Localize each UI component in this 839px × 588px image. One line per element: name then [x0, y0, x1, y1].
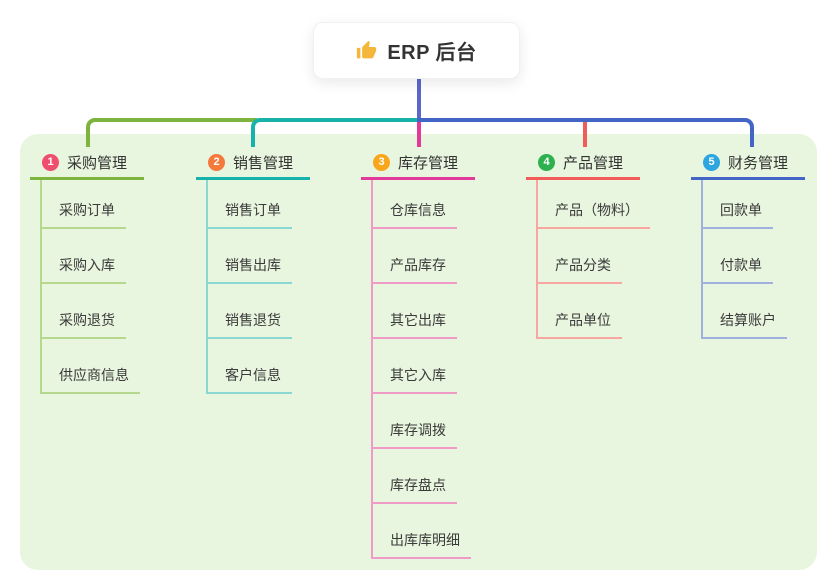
child-row: 库存调拨 — [373, 394, 471, 449]
branch-header[interactable]: 3 库存管理 — [361, 147, 475, 180]
child-row: 采购退货 — [42, 284, 140, 339]
child-node[interactable]: 客户信息 — [208, 365, 292, 394]
connector-branch-5 — [417, 118, 754, 147]
branch-label: 财务管理 — [728, 154, 789, 172]
branch-number-badge: 5 — [703, 153, 720, 171]
child-node[interactable]: 仓库信息 — [373, 200, 457, 229]
child-row: 其它出库 — [373, 284, 471, 339]
child-row: 付款单 — [703, 229, 787, 284]
child-row: 产品库存 — [373, 229, 471, 284]
connector-branch-1 — [86, 118, 257, 147]
branch-children: 销售订单销售出库销售退货客户信息 — [206, 180, 292, 394]
child-row: 销售订单 — [208, 180, 292, 229]
child-node[interactable]: 销售订单 — [208, 200, 292, 229]
child-row: 采购入库 — [42, 229, 140, 284]
branch-children: 仓库信息产品库存其它出库其它入库库存调拨库存盘点出库库明细 — [371, 180, 471, 559]
branch-children: 产品（物料） 产品分类产品单位 — [536, 180, 650, 339]
connector-branch-4 — [583, 121, 587, 147]
branch-number-badge: 1 — [42, 153, 59, 171]
branch-header[interactable]: 2 销售管理 — [196, 147, 310, 180]
child-row: 仓库信息 — [373, 180, 471, 229]
thumbs-up-icon — [356, 40, 377, 61]
branch-label: 销售管理 — [233, 154, 294, 172]
child-row: 产品单位 — [538, 284, 650, 339]
connector-branch-3 — [417, 121, 421, 147]
root-node[interactable]: ERP 后台 — [313, 22, 520, 79]
background-panel — [20, 134, 817, 570]
branch-label: 采购管理 — [67, 154, 128, 172]
branch-header[interactable]: 4 产品管理 — [526, 147, 640, 180]
branch-5: 5 财务管理回款单付款单结算账户 — [691, 147, 805, 339]
child-node[interactable]: 库存调拨 — [373, 420, 457, 449]
child-row: 库存盘点 — [373, 449, 471, 504]
child-node[interactable]: 其它入库 — [373, 365, 457, 394]
child-node[interactable]: 产品分类 — [538, 255, 622, 284]
branch-1: 1 采购管理采购订单采购入库采购退货供应商信息 — [30, 147, 144, 394]
child-node[interactable]: 付款单 — [703, 255, 773, 284]
child-node[interactable]: 产品库存 — [373, 255, 457, 284]
branch-number-badge: 3 — [373, 153, 390, 171]
root-title: ERP 后台 — [387, 42, 477, 64]
child-node[interactable]: 回款单 — [703, 200, 773, 229]
child-node[interactable]: 产品（物料） — [538, 200, 650, 229]
child-node[interactable]: 采购退货 — [42, 310, 126, 339]
branch-3: 3 库存管理仓库信息产品库存其它出库其它入库库存调拨库存盘点出库库明细 — [361, 147, 475, 559]
child-node[interactable]: 采购订单 — [42, 200, 126, 229]
branch-children: 采购订单采购入库采购退货供应商信息 — [40, 180, 140, 394]
child-row: 客户信息 — [208, 339, 292, 394]
branch-number-badge: 2 — [208, 153, 225, 171]
branch-label: 库存管理 — [398, 154, 459, 172]
branch-2: 2 销售管理销售订单销售出库销售退货客户信息 — [196, 147, 310, 394]
connector-branch-2 — [251, 118, 421, 147]
child-row: 销售退货 — [208, 284, 292, 339]
child-row: 销售出库 — [208, 229, 292, 284]
branch-header[interactable]: 5 财务管理 — [691, 147, 805, 180]
child-node[interactable]: 出库库明细 — [373, 530, 471, 559]
child-row: 结算账户 — [703, 284, 787, 339]
child-node[interactable]: 销售出库 — [208, 255, 292, 284]
child-row: 供应商信息 — [42, 339, 140, 394]
child-row: 产品（物料） — [538, 180, 650, 229]
branch-number-badge: 4 — [538, 153, 555, 171]
child-node[interactable]: 采购入库 — [42, 255, 126, 284]
child-node[interactable]: 其它出库 — [373, 310, 457, 339]
child-row: 出库库明细 — [373, 504, 471, 559]
child-node[interactable]: 供应商信息 — [42, 365, 140, 394]
child-node[interactable]: 结算账户 — [703, 310, 787, 339]
child-node[interactable]: 库存盘点 — [373, 475, 457, 504]
branch-children: 回款单付款单结算账户 — [701, 180, 787, 339]
child-row: 其它入库 — [373, 339, 471, 394]
branch-label: 产品管理 — [563, 154, 624, 172]
child-row: 产品分类 — [538, 229, 650, 284]
branch-4: 4 产品管理产品（物料） 产品分类产品单位 — [526, 147, 650, 339]
branch-header[interactable]: 1 采购管理 — [30, 147, 144, 180]
child-node[interactable]: 产品单位 — [538, 310, 622, 339]
child-row: 回款单 — [703, 180, 787, 229]
child-node[interactable]: 销售退货 — [208, 310, 292, 339]
root-trunk-connector — [417, 79, 421, 118]
child-row: 采购订单 — [42, 180, 140, 229]
